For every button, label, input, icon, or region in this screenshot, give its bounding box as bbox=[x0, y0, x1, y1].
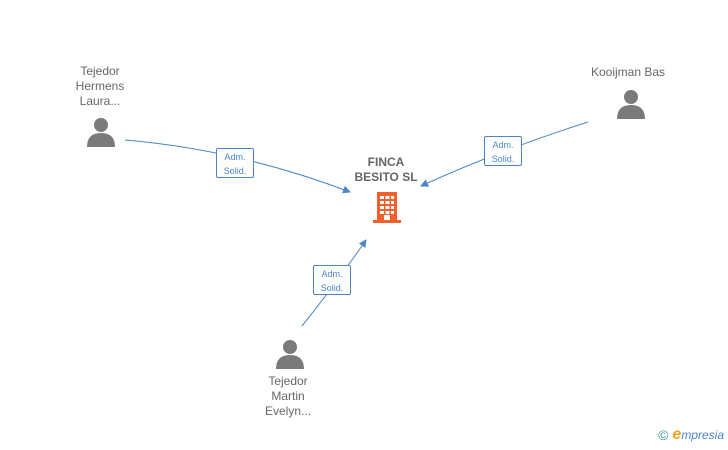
person-icon[interactable] bbox=[616, 89, 646, 119]
person-name-line: Evelyn... bbox=[264, 404, 312, 418]
brand-initial: e bbox=[672, 426, 682, 443]
empresia-logo[interactable]: empresia bbox=[672, 426, 724, 444]
relation-label-line: Solid. bbox=[320, 283, 344, 293]
person-name-line: Martin bbox=[271, 389, 305, 403]
relation-label-line: Adm. bbox=[224, 152, 246, 162]
brand-rest: mpresia bbox=[681, 428, 724, 442]
relation-label-line: Adm. bbox=[492, 140, 514, 150]
person-name[interactable]: Kooijman Bas bbox=[580, 65, 676, 80]
company-name-line: FINCA bbox=[367, 155, 405, 169]
person-name[interactable]: Tejedor Martin Evelyn... bbox=[248, 374, 328, 419]
relation-label[interactable]: Adm. Solid. bbox=[216, 148, 254, 178]
relation-label-line: Solid. bbox=[223, 166, 247, 176]
person-name-line: Laura... bbox=[79, 94, 121, 108]
building-icon[interactable] bbox=[371, 190, 403, 224]
person-name[interactable]: Tejedor Hermens Laura... bbox=[60, 64, 140, 109]
person-name-line: Kooijman Bas bbox=[590, 65, 666, 79]
company-name[interactable]: FINCA BESITO SL bbox=[340, 155, 432, 185]
person-icon[interactable] bbox=[86, 117, 116, 147]
relation-label-line: Adm. bbox=[321, 269, 343, 279]
person-icon[interactable] bbox=[275, 339, 305, 369]
person-name-line: Tejedor bbox=[80, 64, 120, 78]
relation-label-line: Solid. bbox=[491, 154, 515, 164]
relation-label[interactable]: Adm. Solid. bbox=[484, 136, 522, 166]
person-name-line: Tejedor bbox=[268, 374, 308, 388]
copyright-symbol: © bbox=[658, 427, 669, 443]
company-name-line: BESITO SL bbox=[354, 170, 418, 184]
relation-label[interactable]: Adm. Solid. bbox=[313, 265, 351, 295]
person-name-line: Hermens bbox=[75, 79, 125, 93]
footer-brand: © empresia bbox=[658, 426, 724, 444]
